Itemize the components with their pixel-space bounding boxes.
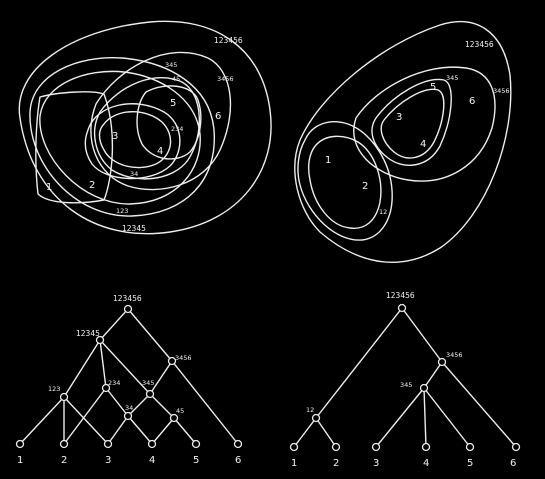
lattice-node-345 [145, 389, 155, 399]
tree-leaf-5 [465, 442, 475, 452]
set-outline-345-inner [380, 88, 445, 159]
set-outline-345 [371, 78, 452, 166]
lattice-leaf-label-5: 5 [193, 455, 199, 466]
lattice-leaf-2 [59, 439, 69, 449]
set-outline-3456 [90, 51, 232, 191]
lattice-label-45: 45 [176, 407, 184, 415]
set-outline-123456 [18, 20, 272, 235]
label-123456: 123456 [465, 40, 494, 49]
label-45: 45 [172, 75, 180, 83]
tree-panel: 123456 3456 345 12 1 2 3 4 5 6 [289, 291, 521, 469]
lattice-leaf-5 [191, 439, 201, 449]
lattice-leaf-label-3: 3 [105, 455, 111, 466]
tree-leaf-label-2: 2 [333, 458, 339, 469]
element-3: 3 [396, 112, 402, 123]
tree-nodes [289, 303, 521, 452]
set-outline-12 [297, 121, 393, 241]
label-3456: 3456 [493, 87, 510, 95]
set-outline-123456 [294, 20, 512, 263]
lattice-leaf-label-4: 4 [149, 455, 155, 466]
lattice-leaf-label-6: 6 [235, 455, 241, 466]
set-outline-45 [136, 85, 202, 160]
tree-edges [293, 307, 517, 448]
venn-nested-panel: 123456 345 3456 12 1 2 3 4 5 6 [294, 20, 512, 263]
element-1: 1 [46, 182, 52, 193]
element-4: 4 [157, 146, 163, 157]
label-123: 123 [116, 207, 128, 215]
lattice-panel: 123456 12345 3456 123 234 345 34 45 1 2 … [15, 294, 243, 466]
tree-leaf-6 [511, 442, 521, 452]
label-345: 345 [446, 74, 458, 82]
lattice-node-234 [101, 383, 111, 393]
lattice-label-345: 345 [142, 379, 154, 387]
element-2: 2 [362, 181, 368, 192]
lattice-label-12345: 12345 [76, 329, 100, 338]
lattice-label-123456: 123456 [113, 294, 142, 303]
element-1: 1 [325, 155, 331, 166]
set-outline-12345 [29, 57, 215, 217]
lattice-leaf-6 [233, 439, 243, 449]
lattice-label-234: 234 [108, 379, 120, 387]
element-4: 4 [420, 139, 426, 150]
lattice-leaf-label-2: 2 [61, 455, 67, 466]
tree-leaf-1 [289, 442, 299, 452]
lattice-node-123 [59, 392, 69, 402]
tree-node-3456 [437, 357, 447, 367]
lattice-node-34 [123, 411, 133, 421]
tree-leaf-label-5: 5 [467, 458, 473, 469]
lattice-edges [19, 308, 239, 445]
label-123456: 123456 [214, 36, 243, 45]
tree-node-123456 [397, 303, 407, 313]
lattice-node-3456 [167, 356, 177, 366]
lattice-label-123: 123 [48, 385, 60, 393]
tree-leaf-label-4: 4 [423, 458, 429, 469]
tree-leaf-label-6: 6 [510, 458, 516, 469]
tree-label-345: 345 [400, 381, 412, 389]
venn-overlapping-panel: 123456 345 3456 45 234 34 123 12345 1 2 … [18, 20, 272, 235]
label-12345: 12345 [122, 224, 146, 233]
set-outline-34 [98, 111, 172, 169]
lattice-node-12345 [95, 335, 105, 345]
lattice-leaf-4 [147, 439, 157, 449]
set-outline-123 [35, 91, 114, 204]
lattice-node-123456 [123, 304, 133, 314]
set-outline-12-inner [307, 135, 382, 229]
tree-node-12 [311, 413, 321, 423]
element-2: 2 [89, 180, 95, 191]
tree-leaf-label-3: 3 [373, 458, 379, 469]
lattice-node-45 [169, 413, 179, 423]
set-outline-3456 [353, 66, 496, 182]
tree-label-12: 12 [306, 406, 314, 414]
lattice-label-3456: 3456 [175, 354, 192, 362]
lattice-leaf-1 [15, 439, 25, 449]
element-6: 6 [215, 111, 221, 122]
element-3: 3 [112, 131, 118, 142]
lattice-leaf-3 [103, 439, 113, 449]
element-5: 5 [430, 82, 436, 93]
set-outline-234 [84, 103, 181, 180]
tree-leaf-4 [421, 442, 431, 452]
tree-label-123456: 123456 [386, 291, 415, 300]
tree-node-345 [419, 383, 429, 393]
element-6: 6 [469, 96, 475, 107]
lattice-nodes [15, 304, 243, 449]
label-12: 12 [379, 208, 387, 216]
tree-leaf-2 [331, 442, 341, 452]
element-5: 5 [170, 98, 176, 109]
set-outline-12345-inner [39, 70, 201, 205]
label-345: 345 [165, 61, 177, 69]
label-234: 234 [171, 125, 183, 133]
lattice-label-34: 34 [125, 404, 133, 412]
lattice-leaf-label-1: 1 [17, 455, 23, 466]
tree-leaf-label-1: 1 [291, 458, 297, 469]
label-3456: 3456 [217, 75, 234, 83]
label-34: 34 [130, 170, 138, 178]
tree-label-3456: 3456 [446, 351, 463, 359]
tree-leaf-3 [371, 442, 381, 452]
set-outline-345 [93, 77, 200, 180]
